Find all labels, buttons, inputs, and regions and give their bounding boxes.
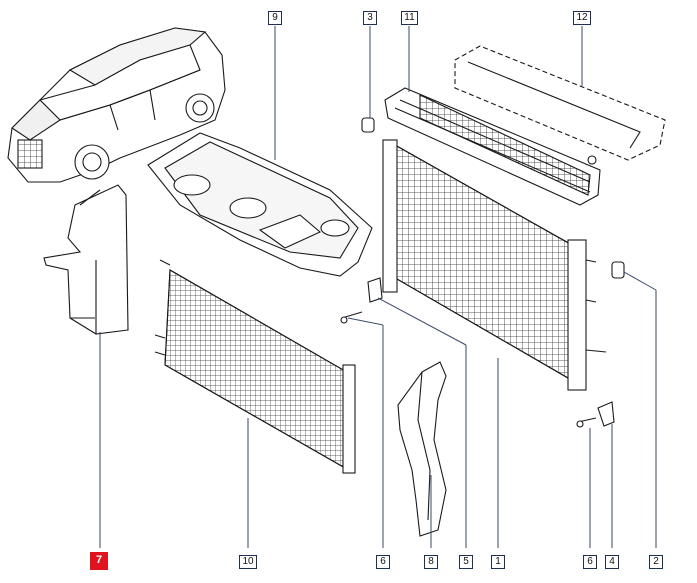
callout-8[interactable]: 8 [424, 555, 438, 569]
callout-2[interactable]: 2 [649, 555, 663, 569]
callout-1[interactable]: 1 [491, 555, 505, 569]
callout-12[interactable]: 12 [573, 11, 591, 25]
callout-11[interactable]: 11 [401, 11, 418, 25]
bracket-part-4 [576, 401, 615, 428]
leader-lines [99, 26, 657, 548]
side-deflector-part-8 [397, 361, 447, 537]
car-illustration [7, 27, 226, 183]
callout-4[interactable]: 4 [605, 555, 619, 569]
callout-6-left[interactable]: 6 [376, 555, 390, 569]
cross-member-part-11 [384, 87, 601, 206]
plate-part-12 [454, 45, 666, 165]
callout-9[interactable]: 9 [268, 11, 282, 25]
air-guide-part-9 [147, 132, 373, 277]
radiator-part-1 [382, 139, 625, 391]
callout-5[interactable]: 5 [459, 555, 473, 569]
callout-6-right[interactable]: 6 [583, 555, 597, 569]
bracket-part-5 [340, 277, 383, 324]
callout-10[interactable]: 10 [239, 555, 257, 569]
callout-3[interactable]: 3 [363, 11, 377, 25]
deflector-part-7 [43, 184, 129, 335]
condenser-part-10 [154, 259, 356, 474]
callout-7[interactable]: 7 [90, 552, 108, 570]
clip-part-3 [361, 117, 375, 133]
